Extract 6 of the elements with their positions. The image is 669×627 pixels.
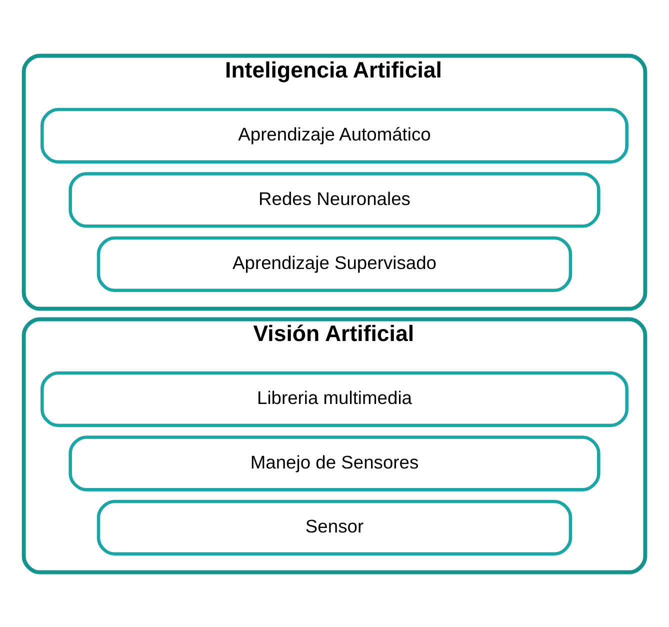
node-box: Aprendizaje Supervisado <box>96 236 572 292</box>
node-box: Aprendizaje Automático <box>40 107 628 164</box>
node-box: Sensor <box>96 499 572 556</box>
node-box: Redes Neuronales <box>68 172 600 228</box>
node-box: Manejo de Sensores <box>68 435 600 491</box>
node-box: Libreria multimedia <box>40 370 628 427</box>
